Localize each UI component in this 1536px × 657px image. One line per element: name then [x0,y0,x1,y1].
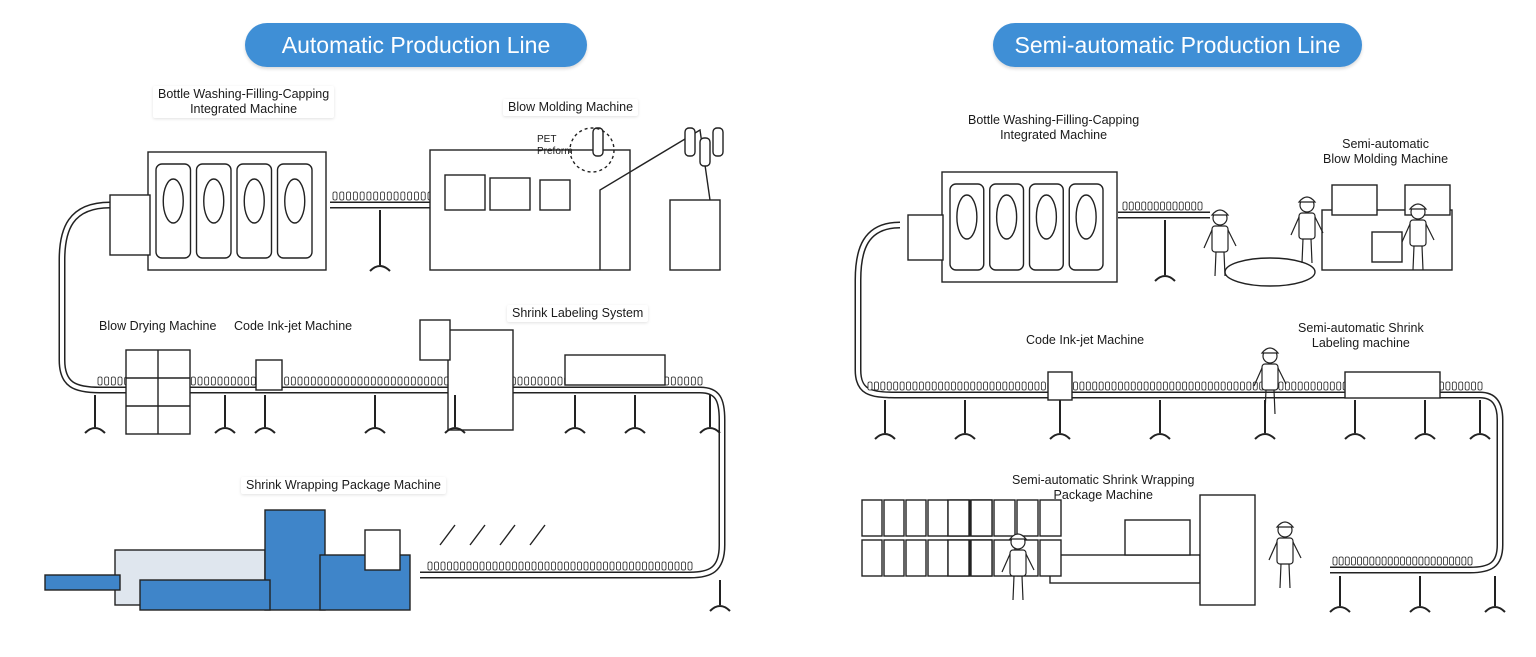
case-stack [905,539,927,577]
semi-blow-label-line1: Semi-automatic [1342,137,1429,151]
pet-preform [699,137,711,167]
pet-preform [592,127,604,157]
semi-washing-filling-capping-label: Bottle Washing-Filling-Capping Integrate… [963,112,1144,144]
case-stack [970,539,993,577]
semi-wrap-tunnel [1124,519,1191,556]
auto-washing-label-line1: Bottle Washing-Filling-Capping [158,87,330,101]
pet-preform-line1: PET [537,134,557,145]
pet-preform-label: PET Preform [532,133,578,159]
case-stack [861,539,883,577]
case-stack [1039,499,1062,537]
semi-shrink-labeling-machine [1344,371,1441,399]
pet-preform [712,127,724,157]
auto-blow-drying-label: Blow Drying Machine [99,319,217,333]
case-stack [970,499,993,537]
semi-shrink-wrapping-label: Semi-automatic Shrink Wrapping Package M… [1007,472,1199,504]
worker [1203,209,1237,277]
semi-blow-label-line2: Blow Molding Machine [1323,152,1449,166]
auto-wrap-infeed [44,574,121,591]
semi-code-inkjet-label: Code Ink-jet Machine [1026,333,1145,347]
auto-blow-molding-label: Blow Molding Machine [503,99,639,116]
semi-wrap-table [1049,554,1201,584]
worker [1290,196,1324,264]
pet-preform [684,127,696,157]
auto-inkjet-machine [255,359,283,391]
worker [1001,533,1035,601]
auto-shrink-wrapping-label: Shrink Wrapping Package Machine [241,477,447,494]
auto-wrap-base-left [139,579,271,611]
semi-washing-side [907,214,944,261]
pet-preform-line2: Preform [537,146,573,157]
worker [1268,521,1302,589]
semi-automatic-line-title: Semi-automatic Production Line [993,23,1362,67]
semi-wrapping-line1: Semi-automatic Shrink Wrapping [1012,473,1195,487]
semi-shrink-labeling-label: Semi-automatic Shrink Labeling machine [1293,320,1429,352]
semi-wrap-sealer [1199,494,1256,606]
auto-shrink-tunnel [564,354,666,386]
auto-code-inkjet-label: Code Ink-jet Machine [234,319,353,333]
semi-labeling-line2: Labeling machine [1311,336,1410,350]
auto-shrink-labeling-label: Shrink Labeling System [507,305,649,322]
case-stack [993,499,1016,537]
semi-washing-label-line2: Integrated Machine [1000,128,1108,142]
automatic-line-title: Automatic Production Line [245,23,587,67]
worker [1401,203,1435,271]
auto-shrink-labeling-machine [447,329,514,431]
case-stack [1016,499,1039,537]
auto-wrap-main [264,509,326,611]
semi-labeling-line1: Semi-automatic Shrink [1298,321,1424,335]
case-stack [861,499,883,537]
case-stack [905,499,927,537]
case-stack [927,499,949,537]
worker [1253,347,1287,415]
semi-inkjet-machine [1047,371,1073,401]
case-stack [883,539,905,577]
auto-washing-side [109,194,151,256]
auto-washing-filling-capping-label: Bottle Washing-Filling-Capping Integrate… [153,86,335,118]
semi-washing-label-line1: Bottle Washing-Filling-Capping [968,113,1140,127]
auto-washing-label-line2: Integrated Machine [190,102,298,116]
case-stack [883,499,905,537]
semi-blow-molding-label: Semi-automatic Blow Molding Machine [1318,136,1453,168]
case-stack [947,539,970,577]
case-stack [927,539,949,577]
case-stack [947,499,970,537]
case-stack [1039,539,1062,577]
semi-wrapping-line2: Package Machine [1053,488,1153,502]
